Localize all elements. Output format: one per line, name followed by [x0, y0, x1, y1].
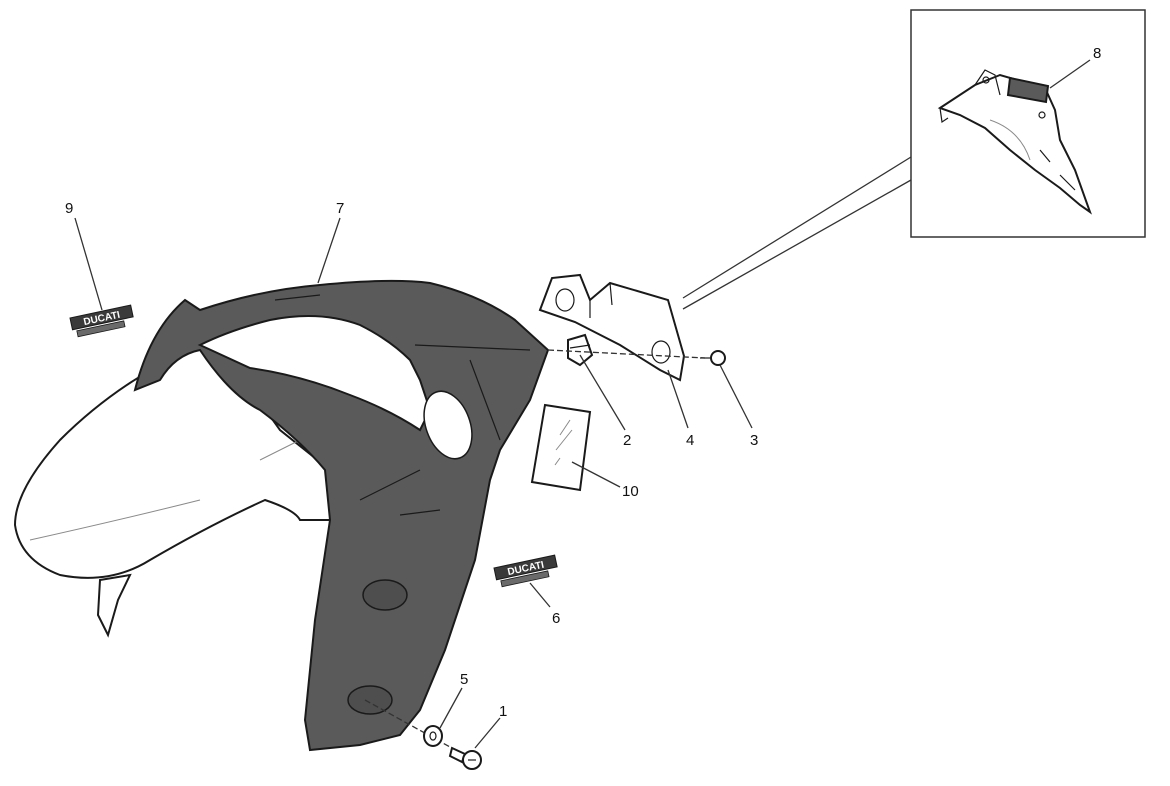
leader-9	[74, 217, 103, 311]
inset-fender-icon	[937, 69, 1092, 215]
callout-3: 3	[750, 432, 758, 449]
inset-projection-line	[682, 156, 912, 299]
leader-2	[579, 354, 626, 431]
screw-3	[700, 350, 726, 366]
leader-4	[667, 369, 689, 429]
protective-film	[530, 403, 592, 492]
callout-5: 5	[460, 671, 468, 688]
callout-7: 7	[336, 200, 344, 217]
mounting-bracket	[538, 273, 686, 382]
front-mudguard	[13, 279, 550, 752]
inset-projection-line	[682, 179, 912, 310]
callout-4: 4	[686, 432, 694, 449]
callout-9: 9	[65, 200, 73, 217]
leader-10	[571, 461, 621, 488]
leader-5	[439, 687, 463, 729]
washer-5	[423, 725, 443, 747]
assembly-axis-line	[547, 349, 706, 359]
callout-1: 1	[499, 703, 507, 720]
leader-8	[1049, 59, 1091, 89]
ducati-decal-9: DUCATI	[69, 304, 134, 338]
detail-inset: 8	[910, 9, 1146, 238]
leader-7	[317, 217, 341, 284]
callout-6: 6	[552, 610, 560, 627]
callout-10: 10	[622, 483, 639, 500]
ducati-decal-6: DUCATI	[493, 554, 558, 588]
leader-6	[529, 582, 551, 608]
leader-3	[719, 364, 753, 429]
callout-8: 8	[1093, 45, 1101, 62]
clip-nut	[567, 333, 594, 367]
leader-1	[474, 717, 501, 749]
callout-2: 2	[623, 432, 631, 449]
screw-1	[448, 746, 482, 770]
